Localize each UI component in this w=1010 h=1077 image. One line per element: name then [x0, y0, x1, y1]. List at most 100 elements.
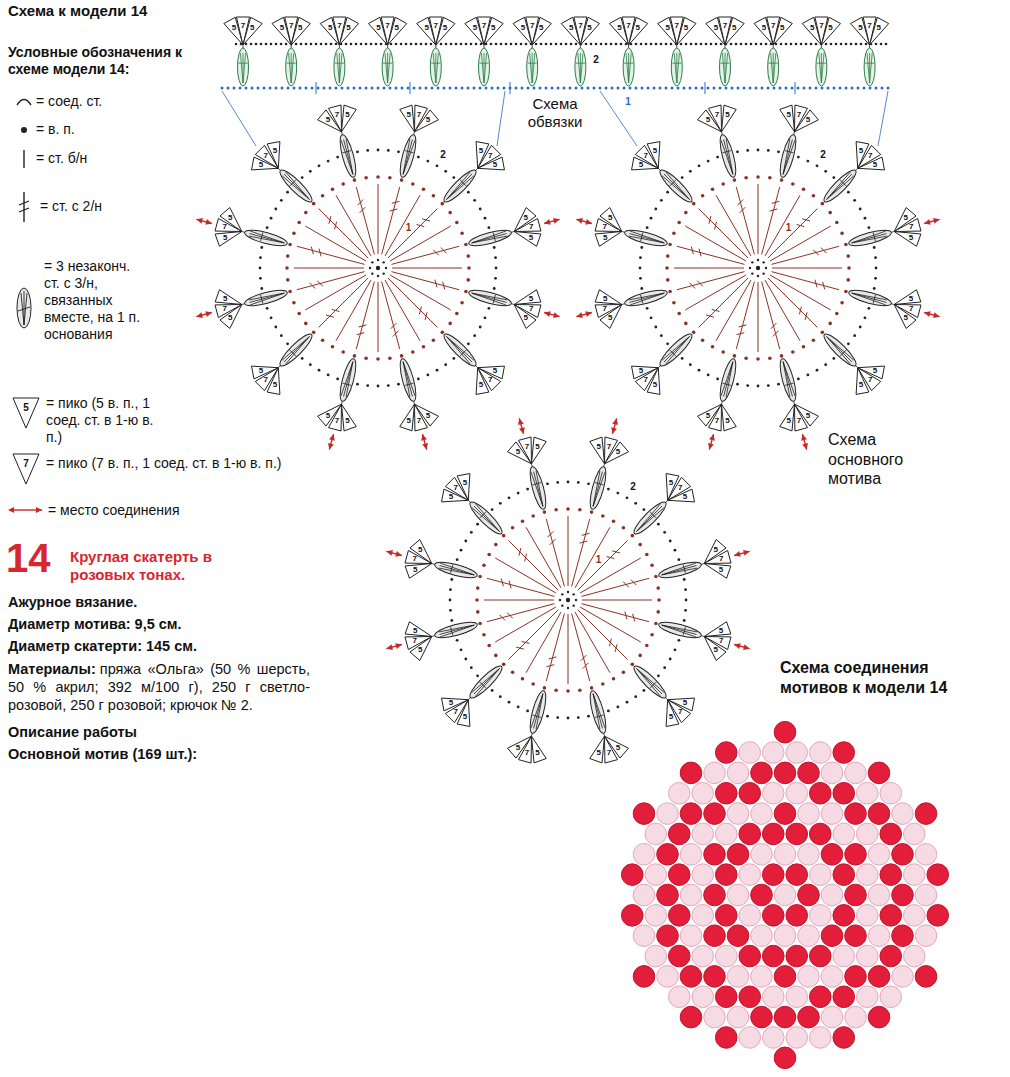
cluster-stitch — [593, 472, 605, 506]
stitch-bar — [335, 63, 344, 64]
motif-circle — [774, 884, 796, 906]
motif-circle — [657, 966, 679, 988]
edging-tick — [705, 82, 706, 94]
chain-dot — [371, 261, 373, 263]
chain-dot — [617, 87, 620, 90]
picot-number: 5 — [632, 366, 650, 376]
text-slot: 7 — [523, 21, 541, 31]
cluster-stitch — [282, 337, 309, 361]
text-slot: 5 — [419, 411, 437, 421]
chain-dot — [710, 43, 713, 46]
motif-circle — [645, 905, 667, 927]
picot-number: 5 — [514, 23, 532, 33]
chain-dot — [707, 87, 710, 90]
chain-dot — [521, 677, 525, 681]
text-slot: 5 — [773, 23, 791, 33]
chain-symbol — [21, 127, 27, 133]
chain-dot — [330, 43, 333, 46]
motif-circle — [668, 823, 690, 845]
motif-circle — [809, 742, 831, 764]
chain-dot — [467, 266, 471, 270]
arrow-head — [553, 312, 560, 318]
chain-dot — [762, 272, 764, 274]
chain-dot — [309, 170, 312, 173]
picot-number: 5 — [484, 23, 502, 33]
chain-dot — [495, 43, 498, 46]
chain-dot — [692, 331, 696, 335]
chain-dot — [517, 492, 520, 495]
picot-symbol — [388, 17, 407, 45]
motif-circle — [762, 864, 784, 886]
chain-dot — [800, 43, 803, 46]
motif-circle — [762, 986, 784, 1008]
text-slot: 5 — [319, 115, 337, 125]
chain-link — [658, 168, 660, 170]
stitch-bar — [840, 350, 846, 356]
arrow-head — [544, 219, 551, 225]
cluster-stitch — [637, 508, 664, 532]
chain-link — [468, 698, 470, 700]
cluster-stitch — [440, 563, 474, 575]
chain-dot — [847, 342, 850, 345]
single-crochet — [392, 268, 462, 269]
chain-dot — [674, 549, 677, 552]
chain-dot — [380, 43, 383, 46]
picot-number: 7 — [812, 21, 830, 31]
chain-dot — [455, 221, 459, 225]
chain-dot — [566, 507, 570, 511]
chain-dot — [554, 508, 558, 512]
picot-symbol — [580, 17, 599, 45]
text-slot: 5 — [632, 366, 650, 376]
double-crochet — [582, 578, 650, 596]
text-slot: 5 — [419, 115, 437, 125]
chain-dot — [581, 87, 584, 90]
stitch-bar — [360, 207, 366, 213]
chain-dot — [746, 384, 749, 387]
cluster-symbol — [243, 287, 288, 309]
stitch-bar — [583, 663, 589, 669]
chain-dot — [475, 43, 478, 46]
motif-chart — [386, 418, 749, 763]
chain-dot — [607, 709, 610, 712]
stitch-bar — [393, 331, 399, 337]
legend-text: = 3 незаконч. ст. с 3/н, связанных вмест… — [44, 258, 144, 343]
chain-dot — [674, 648, 677, 651]
cluster-stitch — [403, 140, 415, 174]
chain-dot — [543, 686, 547, 690]
text-slot: 5 — [442, 698, 460, 708]
chain-dot — [450, 578, 453, 581]
cluster-symbol — [430, 48, 441, 86]
chain-dot — [490, 43, 493, 46]
text-slot: 5 — [484, 23, 502, 33]
single-crochet — [685, 275, 746, 310]
stitch-bar — [431, 63, 440, 64]
chain-dot — [639, 277, 642, 280]
stitch-bar — [287, 63, 296, 64]
chain-dot — [777, 150, 780, 153]
text-slot: 7 — [330, 21, 348, 31]
stitch-bar — [548, 531, 554, 537]
picot-number: 5 — [388, 23, 406, 33]
text-slot: 5 — [266, 380, 284, 390]
chain-dot — [371, 272, 373, 274]
cluster-stitch — [403, 362, 410, 397]
cluster-stitch — [346, 139, 353, 174]
chain-dot — [456, 558, 459, 561]
chain-dot — [681, 357, 684, 360]
chain-dot — [640, 246, 643, 249]
chain-dot — [376, 357, 380, 361]
motif-circle — [774, 721, 796, 743]
picot-symbol — [595, 232, 622, 247]
chain-dot — [436, 369, 439, 372]
picot-symbol — [243, 17, 262, 45]
chain-dot — [721, 182, 725, 186]
row-number: 2 — [587, 54, 605, 66]
motif-circle — [798, 843, 820, 865]
chain-dot — [280, 199, 283, 202]
single-crochet — [305, 275, 366, 310]
stitch-bar — [460, 180, 466, 186]
picot-number: 7 — [282, 21, 300, 31]
motif-circle — [727, 884, 749, 906]
chain-dot — [600, 43, 603, 46]
text-slot: 5 — [319, 411, 337, 421]
